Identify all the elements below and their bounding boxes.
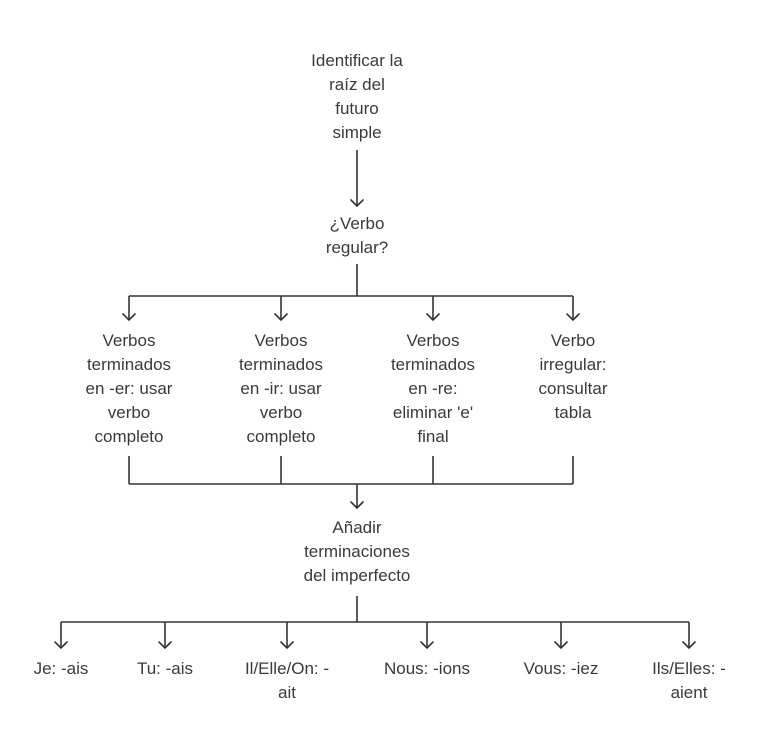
node-text-line: verbo (259, 403, 303, 422)
node-text-line: ait (278, 683, 296, 702)
node-text-line: Nous: -ions (384, 659, 470, 678)
node-text-line: regular? (325, 238, 389, 257)
ending-node-je: Je: -ais (11, 657, 111, 681)
arrowhead-icon (350, 199, 364, 207)
arrowhead-icon (274, 313, 288, 321)
node-text-line: terminaciones (304, 542, 410, 561)
node-text-line: Verbo (550, 331, 596, 350)
ending-node-il: Il/Elle/On: - ait (227, 657, 347, 705)
arrowhead-icon (420, 641, 434, 649)
node-text-line: terminados (390, 355, 476, 374)
node-text-line: Ils/Elles: - (652, 659, 726, 678)
node-text-line: raíz del (329, 75, 385, 94)
node-text-line: ¿Verbo (329, 214, 385, 233)
node-text-line: Je: -ais (33, 659, 89, 678)
node-text-line: completo (246, 427, 316, 446)
node-text-line: irregular: (539, 355, 607, 374)
start-node: Identificar la raíz del futuro simple (277, 49, 437, 145)
arrowhead-icon (426, 313, 440, 321)
branch-node-irregular: Verbo irregular: consultar tabla (513, 329, 633, 425)
ending-node-ils: Ils/Elles: - aient (634, 657, 744, 705)
node-text-line: terminados (86, 355, 172, 374)
arrowhead-icon (554, 641, 568, 649)
arrowhead-icon (350, 501, 364, 509)
node-text-line: final (417, 427, 449, 446)
node-text-line: en -er: usar (85, 379, 173, 398)
node-text-line: verbo (107, 403, 151, 422)
branch-node-er: Verbos terminados en -er: usar verbo com… (69, 329, 189, 449)
node-text-line: Verbos (102, 331, 156, 350)
node-text-line: terminados (238, 355, 324, 374)
arrowhead-icon (158, 641, 172, 649)
ending-node-nous: Nous: -ions (367, 657, 487, 681)
branch-node-re: Verbos terminados en -re: eliminar 'e' f… (373, 329, 493, 449)
ending-node-vous: Vous: -iez (501, 657, 621, 681)
arrowhead-icon (122, 313, 136, 321)
ending-node-tu: Tu: -ais (115, 657, 215, 681)
node-text-line: aient (670, 683, 708, 702)
node-text-line: completo (94, 427, 164, 446)
node-text-line: Identificar la (311, 51, 403, 70)
node-text-line: en -re: (408, 379, 458, 398)
arrowhead-icon (54, 641, 68, 649)
node-text-line: eliminar 'e' (392, 403, 474, 422)
node-text-line: futuro (335, 99, 379, 118)
arrowhead-icon (280, 641, 294, 649)
node-text-line: Añadir (332, 518, 382, 537)
branch-node-ir: Verbos terminados en -ir: usar verbo com… (221, 329, 341, 449)
node-text-line: en -ir: usar (240, 379, 322, 398)
node-text-line: consultar (538, 379, 608, 398)
node-text-line: tabla (554, 403, 592, 422)
node-text-line: Verbos (254, 331, 308, 350)
node-text-line: Il/Elle/On: - (244, 659, 330, 678)
node-text-line: del imperfecto (303, 566, 411, 585)
node-text-line: Verbos (406, 331, 460, 350)
decision-node: ¿Verbo regular? (297, 212, 417, 260)
node-text-line: Vous: -iez (523, 659, 599, 678)
arrowhead-icon (682, 641, 696, 649)
merge-node: Añadir terminaciones del imperfecto (267, 516, 447, 588)
arrowhead-icon (566, 313, 580, 321)
node-text-line: simple (332, 123, 382, 142)
node-text-line: Tu: -ais (136, 659, 194, 678)
